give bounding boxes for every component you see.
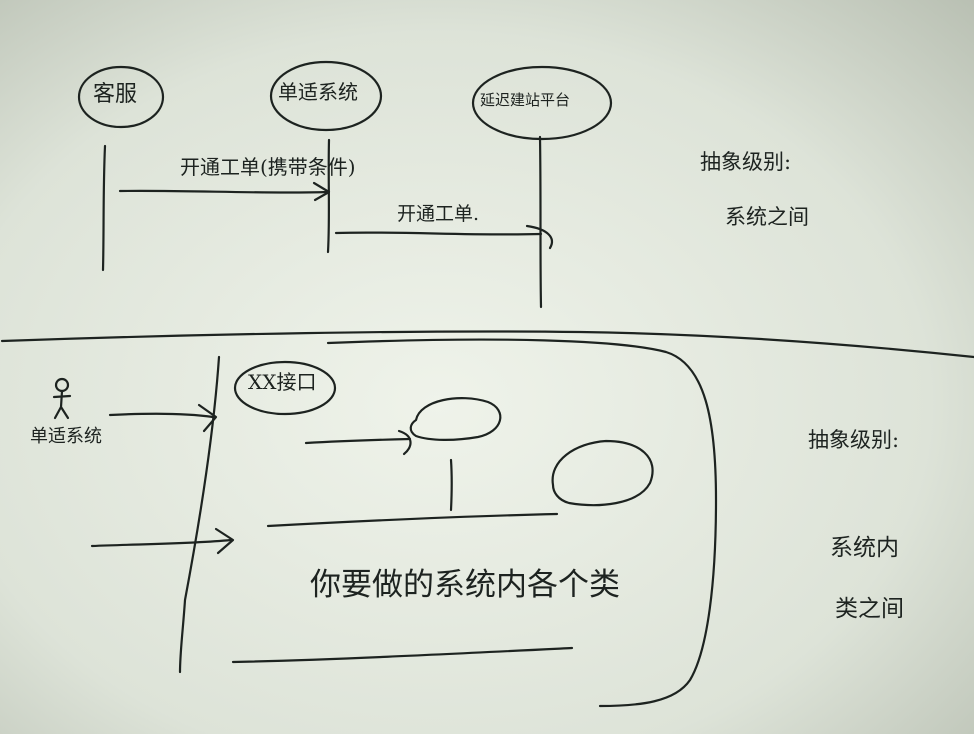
abstraction-title-bottom: 抽象级别: xyxy=(808,428,900,452)
actor-ellipse-simplified-system xyxy=(269,60,383,132)
user-actor-body xyxy=(52,389,72,420)
class-ellipse-1 xyxy=(409,397,502,441)
lifeline-external-platform xyxy=(538,135,543,309)
abstraction-title-top: 抽象级别: xyxy=(700,150,792,174)
lifeline-customer-service xyxy=(101,144,107,272)
class-arrow xyxy=(304,437,412,445)
message-arrow-2 xyxy=(334,231,543,236)
actor-label-customer-service: 客服 xyxy=(93,82,138,107)
abstraction-line1-bottom: 系统内 xyxy=(830,535,899,561)
actor-ellipse-customer-service xyxy=(77,65,165,129)
user-actor-head xyxy=(54,377,70,393)
actor-arrowhead-2 xyxy=(214,527,235,555)
abstraction-value-top: 系统之间 xyxy=(725,205,809,229)
class-connector xyxy=(449,458,453,512)
interface-ellipse xyxy=(233,360,337,416)
class-ellipse-2 xyxy=(551,439,654,507)
message-label-1: 开通工单(携带条件) xyxy=(180,155,356,179)
user-actor-label: 单适系统 xyxy=(30,426,102,447)
actor-label-simplified-system: 单适系统 xyxy=(278,80,358,104)
actor-label-external-platform: 延迟建站平台 xyxy=(480,91,571,109)
section-divider xyxy=(0,330,974,359)
message-arrowhead-1 xyxy=(312,181,331,202)
message-label-2: 开通工单. xyxy=(397,203,480,225)
abstraction-line2-bottom: 类之间 xyxy=(835,596,904,622)
flow-line-2 xyxy=(231,646,574,664)
lifeline-simplified-system xyxy=(326,138,331,254)
actor-arrow-1 xyxy=(108,412,215,419)
message-arrowhead-2 xyxy=(525,224,553,250)
system-boundary xyxy=(326,338,718,708)
interface-label: XX接口 xyxy=(248,370,317,394)
flow-line-1 xyxy=(266,512,559,528)
class-note-text: 你要做的系统内各个类 xyxy=(310,567,620,603)
actor-arrow-2 xyxy=(90,538,233,548)
actor-ellipse-external-platform xyxy=(471,65,613,141)
interface-lifeline xyxy=(178,355,221,674)
class-arrowhead xyxy=(397,429,412,456)
actor-arrowhead-1 xyxy=(197,403,218,433)
message-arrow-1 xyxy=(118,189,330,194)
